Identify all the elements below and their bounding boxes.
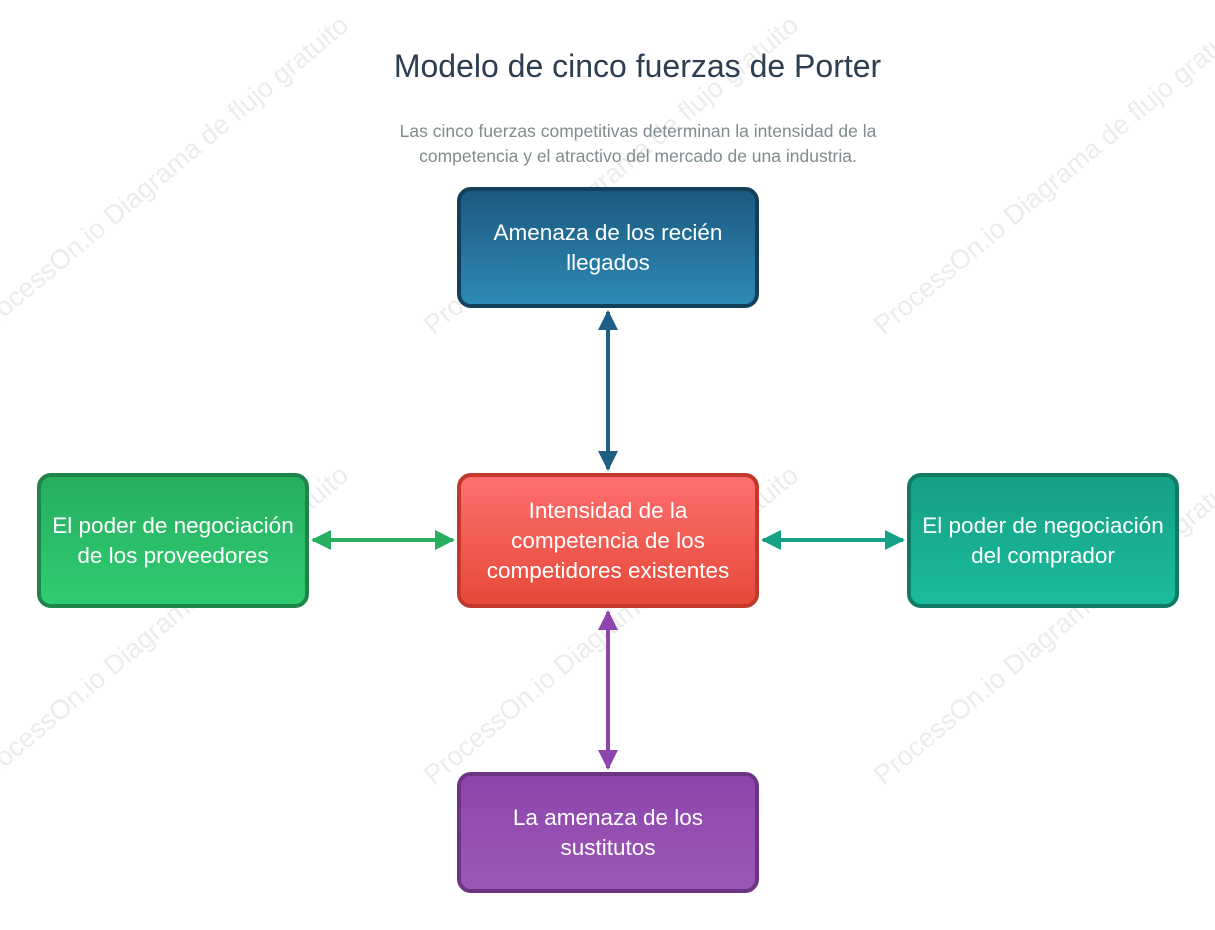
diagram-subtitle: Las cinco fuerzas competitivas determina… [399,121,877,166]
node-new-entrants[interactable]: Amenaza de los recién llegados [457,187,759,308]
diagram-title: Modelo de cinco fuerzas de Porter [393,48,882,84]
node-substitutes-label: La amenaza de los sustitutos [512,804,704,860]
node-supplier-power[interactable]: El poder de negociación de los proveedor… [37,473,309,608]
node-buyer-power[interactable]: El poder de negociación del comprador [907,473,1179,608]
node-competitive-rivalry-label: Intensidad de la competencia de los comp… [486,497,730,583]
node-competitive-rivalry[interactable]: Intensidad de la competencia de los comp… [457,473,759,608]
node-new-entrants-label: Amenaza de los recién llegados [493,219,723,275]
node-substitutes[interactable]: La amenaza de los sustitutos [457,772,759,893]
node-supplier-power-label: El poder de negociación de los proveedor… [52,512,294,568]
node-buyer-power-label: El poder de negociación del comprador [922,512,1164,568]
